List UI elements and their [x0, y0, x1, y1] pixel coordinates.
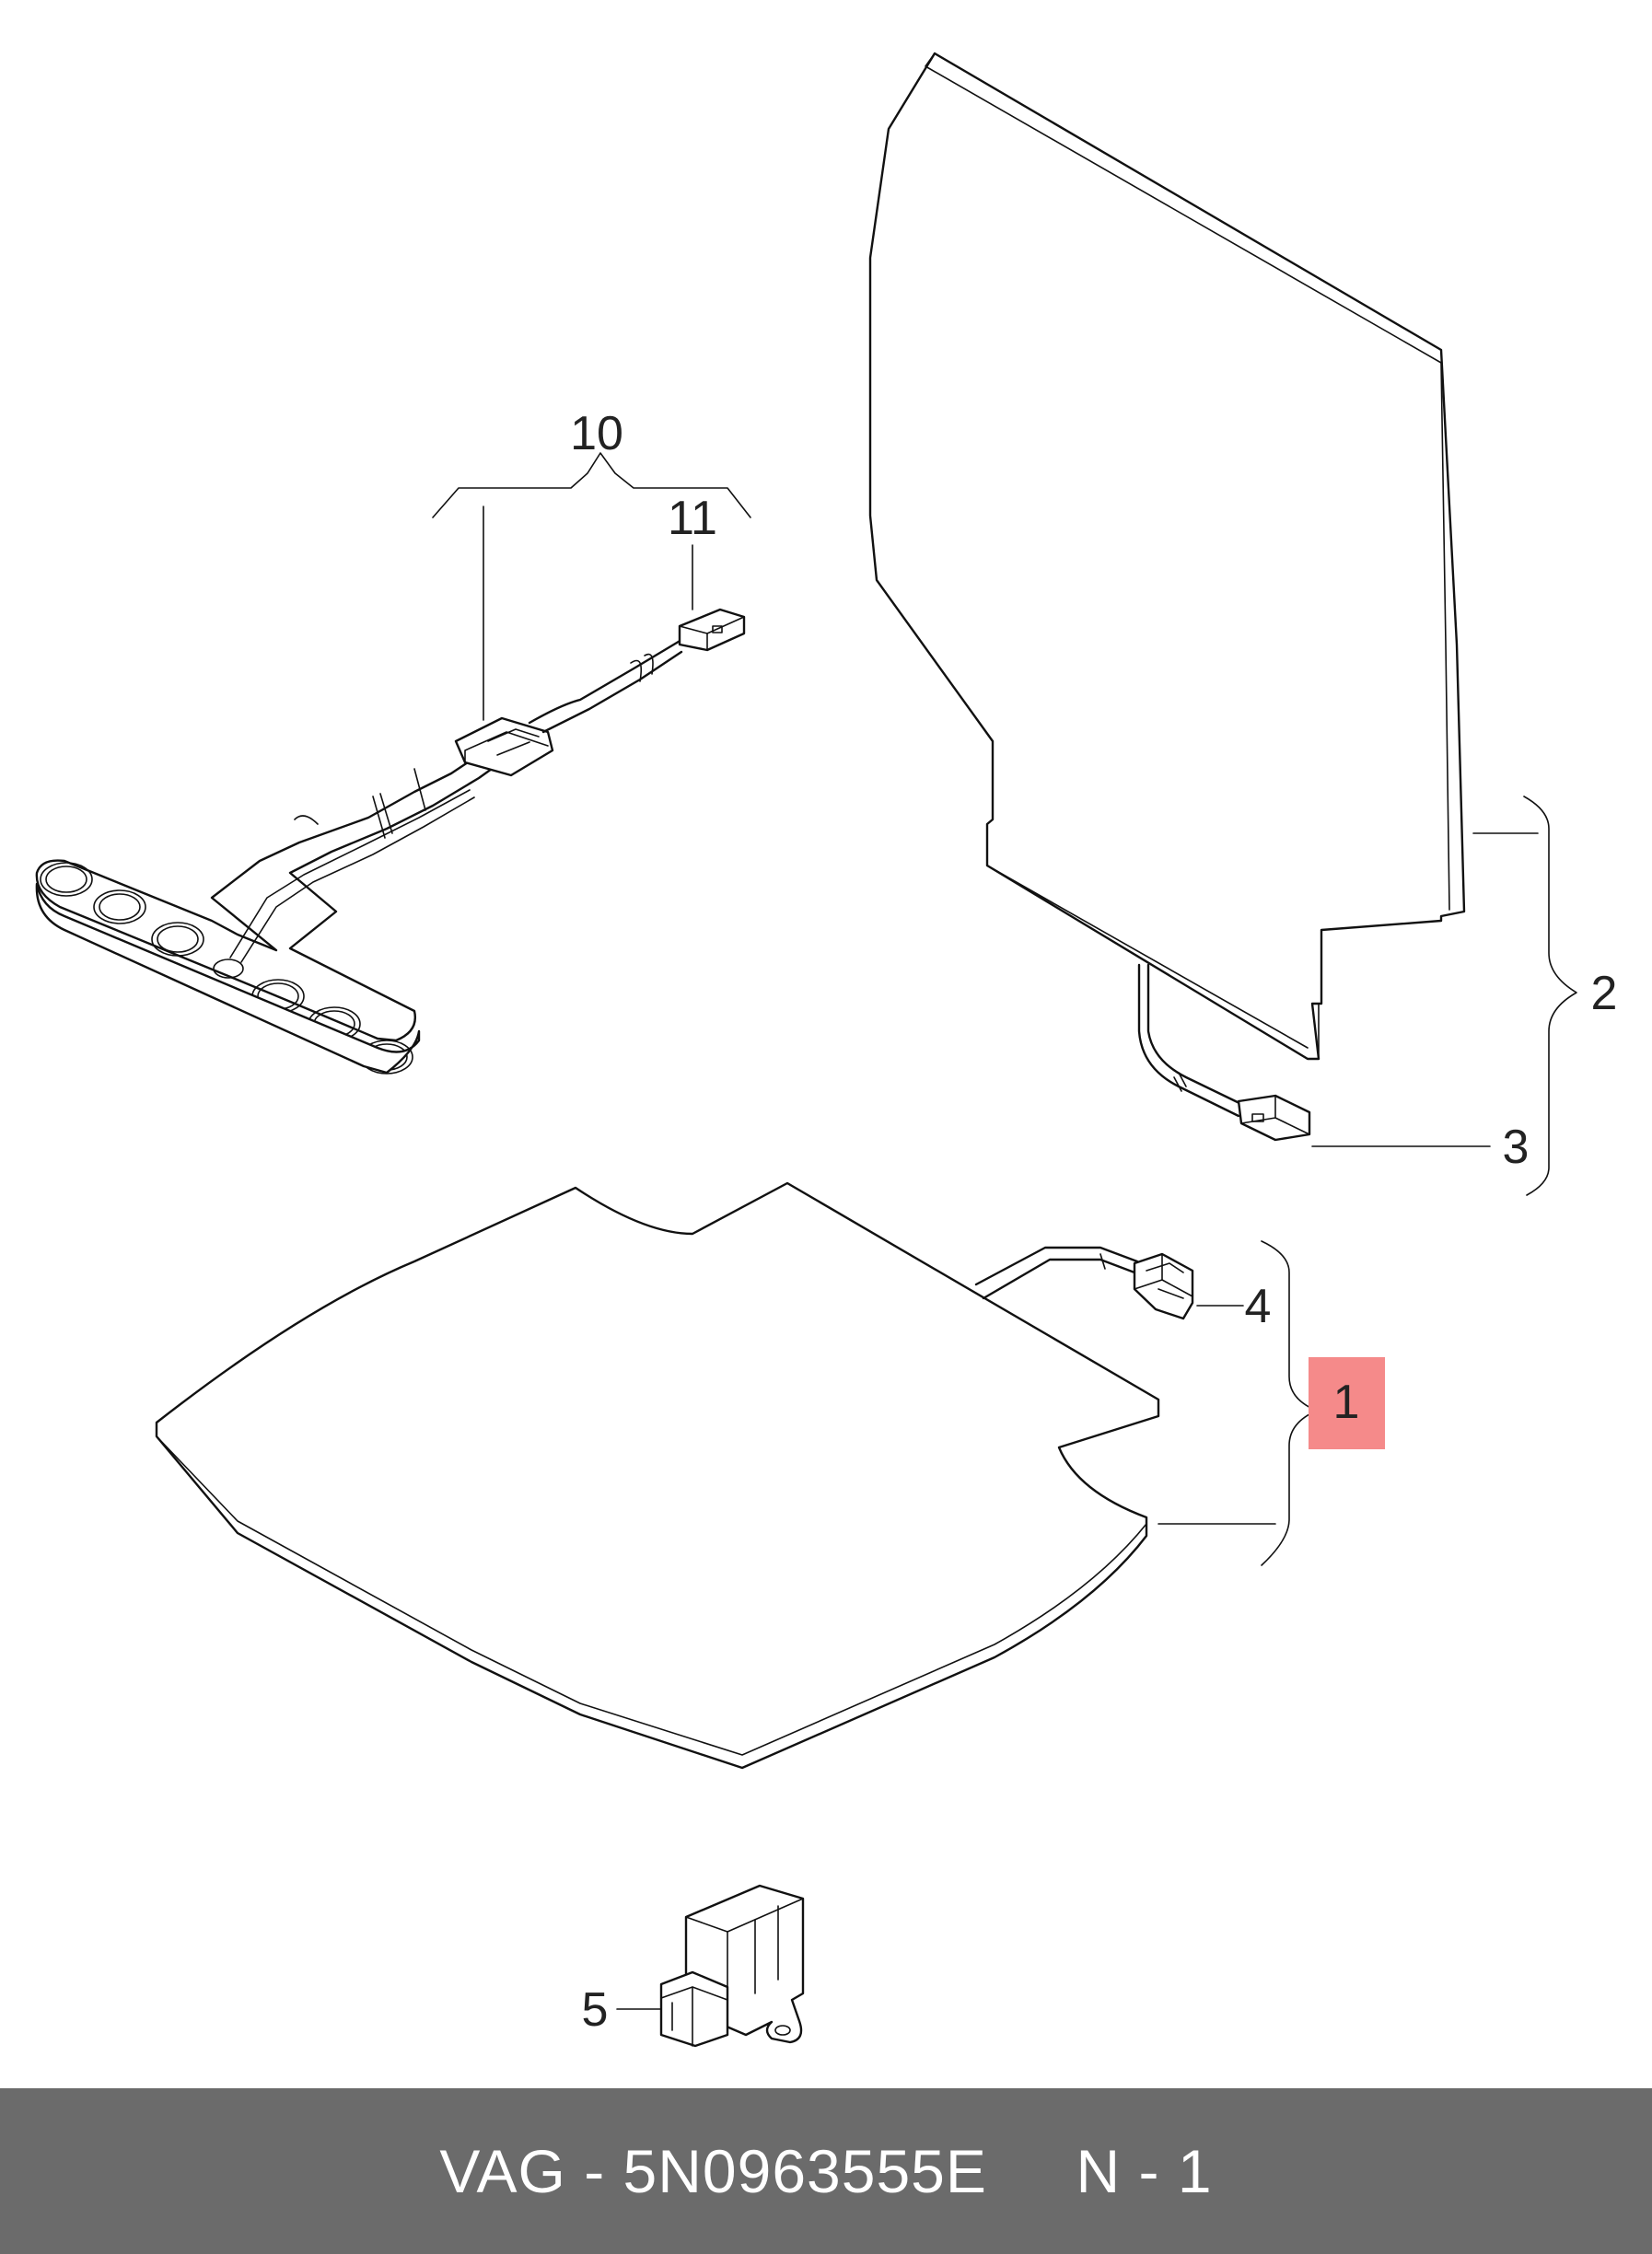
sensor-mat-module [454, 716, 554, 777]
callout-2: 2 [1591, 967, 1618, 1020]
connector-11 [678, 608, 746, 652]
callout-5: 5 [582, 1983, 609, 2037]
callout-11: 11 [668, 492, 717, 545]
callout-4: 4 [1245, 1280, 1272, 1333]
sensor-mat-cable [528, 638, 683, 734]
seat-heating-mat [155, 1181, 1160, 1770]
connector-4 [1133, 1252, 1194, 1320]
backrest-cable [1137, 963, 1245, 1118]
callout-highlight-1 [1309, 1357, 1385, 1449]
control-unit [659, 1884, 805, 2048]
callout-10: 10 [570, 407, 623, 460]
callout-3: 3 [1503, 1121, 1530, 1174]
backrest-heating-mat [868, 52, 1466, 1061]
parts-diagram: 10 11 2 3 4 1 5 [35, 52, 1618, 2048]
seat-cable [974, 1246, 1139, 1300]
part-number-caption: VAG - 5N0963555E N - 1 [439, 2137, 1213, 2205]
callout-1: 1 [1333, 1376, 1360, 1429]
footer-bar: VAG - 5N0963555E N - 1 [0, 2088, 1652, 2254]
sensor-mat [35, 748, 506, 1075]
connector-3 [1237, 1094, 1311, 1142]
